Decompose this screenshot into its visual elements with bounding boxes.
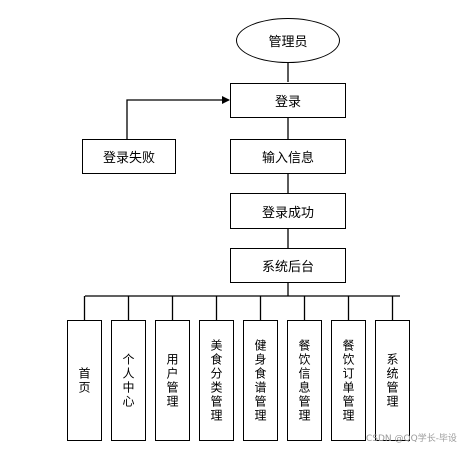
system-backend-node: 系统后台 bbox=[230, 248, 346, 283]
module-personal-center: 个人中心 bbox=[111, 320, 146, 441]
login-fail-node: 登录失败 bbox=[82, 139, 176, 174]
module-dining-order-management: 餐饮订单管理 bbox=[331, 320, 366, 441]
module-fitness-recipe-management: 健身食谱管理 bbox=[243, 320, 278, 441]
admin-node: 管理员 bbox=[236, 18, 340, 63]
system-backend-label: 系统后台 bbox=[261, 260, 314, 275]
input-info-label: 输入信息 bbox=[261, 151, 314, 166]
module-dining-info-management: 餐饮信息管理 bbox=[287, 320, 322, 441]
login-success-label: 登录成功 bbox=[261, 205, 314, 221]
login-success-node: 登录成功 bbox=[230, 193, 346, 229]
module-home: 首页 bbox=[67, 320, 102, 441]
login-label: 登录 bbox=[274, 95, 301, 110]
login-fail-label: 登录失败 bbox=[102, 151, 155, 166]
input-info-node: 输入信息 bbox=[230, 139, 346, 174]
admin-label: 管理员 bbox=[268, 35, 308, 50]
module-food-category-management: 美食分类管理 bbox=[199, 320, 234, 441]
module-system-management: 系统管理 bbox=[375, 320, 410, 441]
edge-fail-login bbox=[126, 96, 230, 139]
login-node: 登录 bbox=[230, 83, 346, 118]
module-user-management: 用户管理 bbox=[155, 320, 190, 441]
watermark-text: CSDN @QQ学长-毕设 bbox=[366, 434, 457, 444]
